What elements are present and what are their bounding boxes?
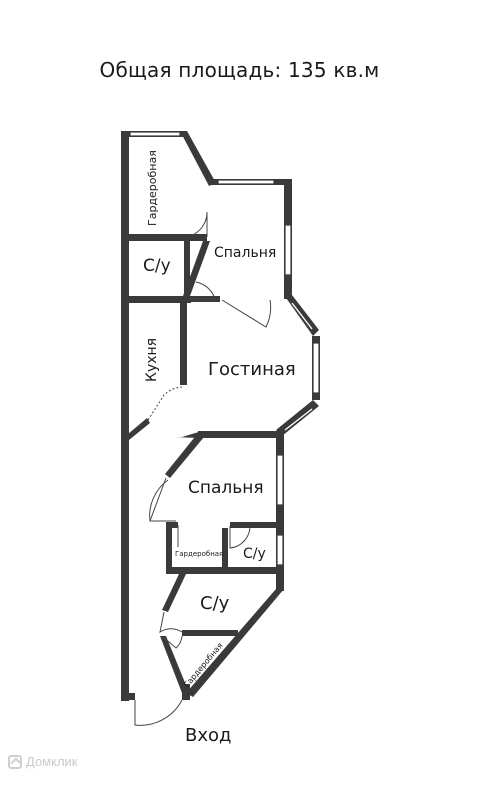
room-label-wardrobe-top: Гардеробная [146, 150, 159, 226]
door-kitchen [147, 386, 183, 421]
wall-left-exterior [121, 131, 129, 701]
wall-wc-kitchen [121, 296, 191, 303]
doors [134, 211, 272, 726]
wall-wardrobe-wc [121, 234, 207, 241]
wall-living-bottom-left [175, 431, 202, 438]
door-entrance [134, 699, 183, 726]
room-label-living-room: Гостиная [208, 359, 296, 380]
door-wc-bottom [159, 611, 183, 634]
room-label-kitchen: Кухня [144, 337, 160, 382]
wall-wardrobe-mid-divider [222, 528, 228, 574]
wall-kitchen-bottom [121, 418, 150, 440]
room-label-wardrobe-mid: Гардеробная [175, 550, 224, 558]
window-bedroom-right [284, 224, 292, 276]
wall-entrance-right [182, 684, 190, 700]
window-wardrobe [129, 131, 181, 137]
door-wardrobe-top [189, 211, 208, 237]
wall-kitchen-right [180, 303, 187, 385]
bay-window-lines [284, 302, 313, 431]
room-label-entrance: Вход [185, 725, 232, 746]
wall-wc-right [184, 241, 190, 303]
window-bay-center [312, 342, 320, 394]
window-bedroom-top [217, 179, 275, 185]
wall-wardrobe-bottom-left [160, 636, 188, 693]
wall-wc-bottom-left [162, 574, 186, 612]
wall-bedroom-left-diag [183, 241, 210, 296]
wall-wardrobe-mid-left [166, 528, 172, 574]
wall-bay-3 [276, 400, 319, 436]
wall-bedroom2-right [276, 431, 284, 591]
wall-wardrobe-mid-bottom [166, 567, 284, 574]
wall-wc-bottom [182, 630, 238, 636]
room-label-bedroom-bottom: Спальня [188, 478, 264, 498]
watermark: Домклик [8, 754, 78, 769]
wall-diagonal-top [180, 131, 216, 186]
room-label-wc-mid: С/у [243, 546, 266, 562]
door-wc-top [190, 281, 216, 300]
room-label-bedroom-top: Спальня [214, 245, 277, 261]
window-wc-mid [276, 534, 284, 566]
door-wardrobe-bottom [161, 635, 183, 649]
total-area-title: Общая площадь: 135 кв.м [99, 58, 380, 82]
room-label-wc-top: С/у [143, 256, 171, 276]
window-bedroom2-right [276, 454, 284, 506]
wall-bedroom2-left [165, 433, 204, 478]
watermark-text: Домклик [26, 754, 78, 769]
wall-bedroom2-bottom-right [230, 522, 284, 528]
wall-wardrobe-mid-top [166, 522, 178, 528]
door-wc-mid [229, 525, 251, 549]
room-label-wc-bottom: С/у [200, 593, 230, 614]
wall-living-bottom [198, 431, 284, 438]
door-bedroom-top [221, 299, 272, 328]
wall-bottom-diagonal [186, 589, 284, 697]
windows [129, 131, 320, 566]
home-icon [8, 754, 22, 769]
wall-entrance-bottom [121, 693, 135, 700]
